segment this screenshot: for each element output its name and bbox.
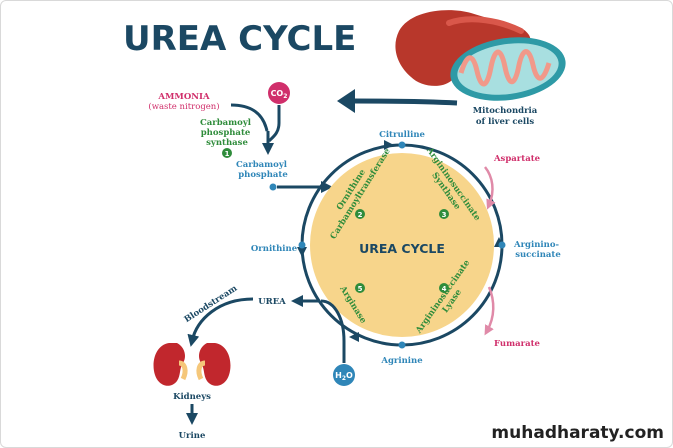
ammonia-sublabel: (waste nitrogen) bbox=[148, 101, 219, 112]
enzyme-4-badge bbox=[439, 283, 449, 293]
enzyme-3-number: 3 bbox=[442, 211, 447, 219]
ring-arrowhead-left bbox=[297, 247, 307, 257]
enzyme-3-badge bbox=[439, 209, 449, 219]
mitochondria-label-line1: Mitochondria bbox=[473, 106, 538, 116]
carbamoyl-phosphate-label: Carbamoyl phosphate bbox=[236, 160, 290, 180]
enzyme-2-number: 2 bbox=[358, 211, 363, 219]
h2o-arrow bbox=[320, 299, 346, 363]
h2o-badge: H2O bbox=[333, 364, 355, 386]
co2-arrow bbox=[267, 105, 281, 143]
ring-arrowhead-top bbox=[384, 140, 394, 150]
cycle-center-label: UREA CYCLE bbox=[359, 241, 445, 256]
aspartate-label: Aspartate bbox=[493, 154, 541, 164]
diagram-title: UREA CYCLE bbox=[123, 19, 356, 59]
argininosuccinate-label: Arginino- succinate bbox=[513, 240, 562, 260]
organ-to-cycle-arrow bbox=[337, 89, 458, 113]
enzyme-1-number: 1 bbox=[225, 150, 230, 158]
ammonia-label: AMMONIA bbox=[157, 92, 210, 102]
argininosuccinate-node bbox=[498, 241, 506, 249]
kidneys-icon bbox=[153, 343, 231, 386]
ammonia-arrow bbox=[230, 103, 269, 132]
enzyme-4-number: 4 bbox=[442, 285, 447, 293]
enzyme-5-badge bbox=[355, 283, 365, 293]
kidneys-label: Kidneys bbox=[173, 392, 211, 402]
urea-label: UREA bbox=[258, 297, 286, 307]
enzyme-1: Carbamoyl phosphate synthase 1 bbox=[200, 118, 254, 158]
agrinine-node bbox=[398, 341, 406, 349]
enzyme-1-name: Carbamoyl phosphate synthase bbox=[200, 118, 254, 148]
bloodstream-label: Bloodstream bbox=[183, 284, 239, 326]
ornithine-node bbox=[298, 241, 306, 249]
enzyme-5-number: 5 bbox=[358, 285, 363, 293]
agrinine-label: Agrinine bbox=[380, 356, 423, 366]
mitochondria-label-line2: of liver cells bbox=[476, 117, 535, 127]
bloodstream-arrow bbox=[187, 297, 254, 347]
urine-label: Urine bbox=[179, 431, 206, 441]
citrulline-label: Citrulline bbox=[379, 130, 425, 140]
site-watermark: muhadharaty.com bbox=[491, 423, 664, 443]
fumarate-label: Fumarate bbox=[494, 339, 540, 349]
citrulline-node bbox=[398, 141, 406, 149]
ornithine-label: Ornithine bbox=[251, 244, 298, 254]
mitochondria-icon bbox=[450, 37, 566, 101]
co2-badge: CO2 bbox=[268, 82, 290, 104]
ring-arrowhead-bottom bbox=[349, 332, 359, 342]
fumarate-arrow bbox=[484, 286, 495, 336]
carbamoyl-phosphate-node bbox=[269, 183, 277, 191]
liver-icon bbox=[395, 10, 531, 86]
co2-label: CO2 bbox=[271, 89, 288, 100]
enzyme-1-badge bbox=[222, 148, 232, 158]
aspartate-arrow bbox=[483, 166, 496, 210]
enzyme-2-badge bbox=[355, 209, 365, 219]
h2o-label: H2O bbox=[335, 371, 353, 382]
